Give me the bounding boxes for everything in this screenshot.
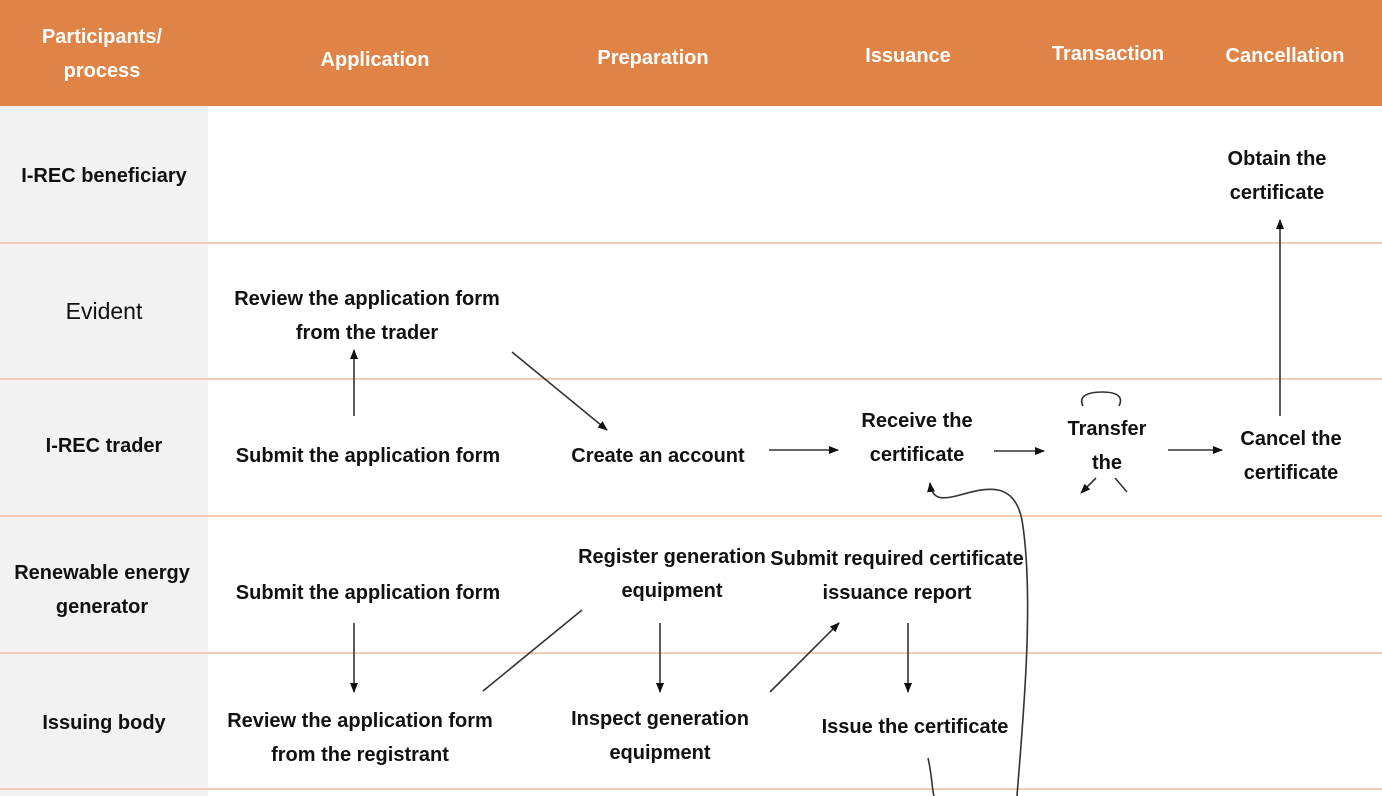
- row-label-background: [0, 106, 208, 796]
- node-inspect-equipment: Inspect generation equipment: [571, 708, 749, 764]
- row-label-trader: I-REC trader: [45, 435, 163, 457]
- node-receive-certificate: Receive the certificate: [861, 410, 973, 466]
- header-bar: [0, 0, 1382, 106]
- row-label-beneficiary: I-REC beneficiary: [21, 165, 187, 187]
- row-label-generator: Renewable energy generator: [14, 562, 190, 618]
- arrow-review-to-create-account: [511, 351, 608, 431]
- transfer-loop: [1081, 391, 1122, 407]
- header-issuance: Issuance: [865, 45, 951, 67]
- header-participants: Participants/ process: [41, 26, 163, 82]
- row-label-evident: Evident: [65, 298, 143, 324]
- row-separator: [0, 652, 1382, 654]
- arrow-transfer-branch-left: [1080, 477, 1097, 494]
- node-cancel-certificate: Cancel the certificate: [1240, 428, 1342, 484]
- node-create-account: Create an account: [571, 445, 745, 467]
- node-review-registrant-form: Review the application form from the reg…: [227, 710, 493, 766]
- header-transaction: Transaction: [1051, 43, 1165, 65]
- node-submit-report: Submit required certificate issuance rep…: [770, 548, 1024, 604]
- arrow-review-to-register: [482, 609, 583, 692]
- arrow-issue-to-receive: [928, 483, 1029, 796]
- header-application: Application: [320, 49, 430, 71]
- header-cancellation: Cancellation: [1225, 45, 1345, 67]
- node-obtain-certificate: Obtain the certificate: [1227, 148, 1327, 204]
- node-generator-submit-form: Submit the application form: [235, 582, 501, 604]
- row-separator: [0, 515, 1382, 517]
- header-preparation: Preparation: [597, 47, 709, 69]
- node-trader-submit-form: Submit the application form: [235, 445, 501, 467]
- row-label-issuing-body: Issuing body: [42, 712, 166, 734]
- node-review-trader-form: Review the application form from the tra…: [234, 288, 500, 344]
- node-register-equipment: Register generation equipment: [578, 546, 766, 602]
- node-transfer: Transfer the: [1067, 418, 1147, 474]
- row-separator: [0, 378, 1382, 380]
- row-separator: [0, 788, 1382, 790]
- transfer-branch-right: [1114, 477, 1128, 493]
- node-issue-certificate: Issue the certificate: [821, 716, 1009, 738]
- row-separator: [0, 242, 1382, 244]
- arrow-inspect-to-report: [769, 622, 840, 693]
